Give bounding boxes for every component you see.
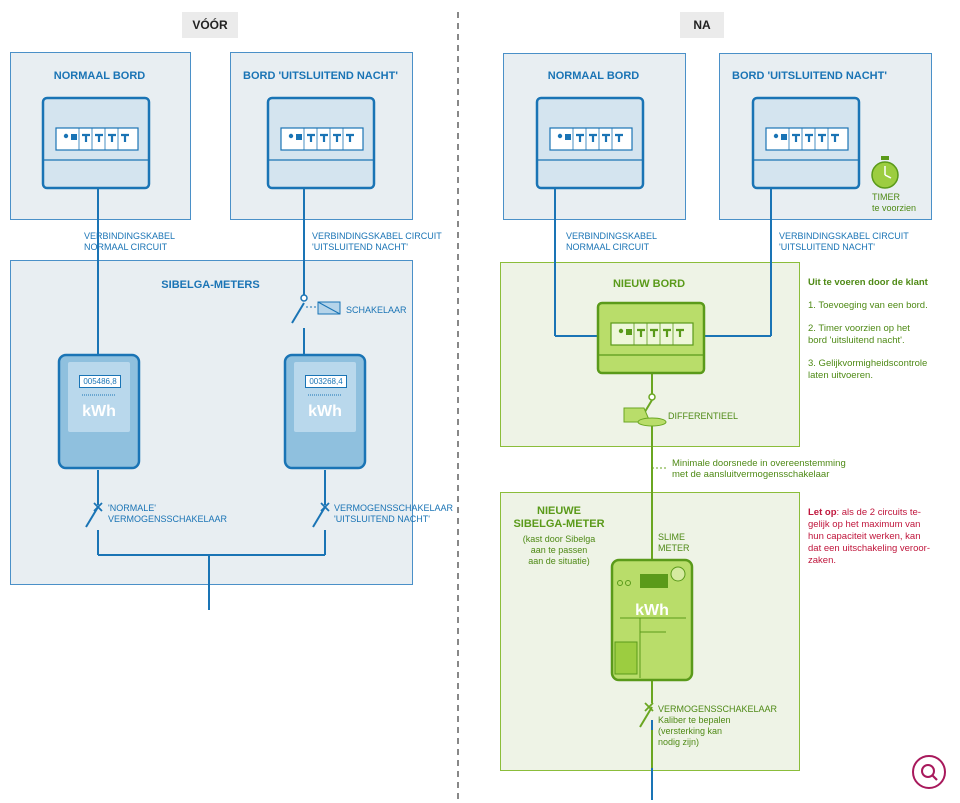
- circuit-breaker-glyph: [615, 133, 623, 142]
- board-main-switch: [781, 134, 787, 140]
- search-button[interactable]: [912, 755, 946, 789]
- board-main-switch: [296, 134, 302, 140]
- circuit-breaker-glyph: [320, 133, 328, 142]
- client-step-1: 1. Toevoeging van een bord.: [808, 300, 928, 311]
- circuit-breaker-glyph: [805, 133, 813, 142]
- differential-label: DIFFERENTIEEL: [668, 411, 739, 421]
- circuit-breaker-glyph: [650, 328, 658, 337]
- circuit-breaker-glyph: [637, 328, 645, 337]
- circuit-breaker-glyph: [663, 328, 671, 337]
- switch-label: SCHAKELAAR: [346, 305, 407, 315]
- circuit-breaker-glyph: [95, 133, 103, 142]
- circuit-breaker-glyph: [589, 133, 597, 142]
- board-indicator-dot: [557, 133, 563, 139]
- meter2-reading: 003268,4: [305, 375, 347, 388]
- board-icon-new: [596, 301, 706, 375]
- board-night-title-left: BORD 'UITSLUITEND NACHT': [243, 70, 398, 82]
- warning-note: Let op: als de 2 circuits te- gelijk op …: [808, 507, 930, 566]
- board-main-switch: [626, 329, 632, 335]
- board-main-switch: [565, 134, 571, 140]
- circuit-breaker-glyph: [818, 133, 826, 142]
- board-normal-title-right: NORMAAL BORD: [547, 70, 640, 82]
- circuit-breaker-glyph: [82, 133, 90, 142]
- board-main-switch: [71, 134, 77, 140]
- meter2-kwh: kWh: [308, 403, 342, 420]
- board-night-title-right: BORD 'UITSLUITEND NACHT': [732, 70, 887, 82]
- new-board-title: NIEUW BORD: [612, 278, 686, 290]
- cable-night-label-right: VERBINDINGSKABEL CIRCUIT'UITSLUITEND NAC…: [779, 231, 909, 252]
- board-indicator-dot: [63, 133, 69, 139]
- board-indicator-dot: [288, 133, 294, 139]
- cable-night-label-left: VERBINDINGSKABEL CIRCUIT'UITSLUITEND NAC…: [312, 231, 442, 252]
- meter1-kwh: kWh: [82, 403, 116, 420]
- circuit-breaker-glyph: [346, 133, 354, 142]
- breaker-normal-label: 'NORMALE'VERMOGENSSCHAKELAAR: [108, 503, 228, 524]
- header-after: NA: [680, 12, 724, 38]
- board-icon-left-normal: [41, 96, 151, 190]
- search-icon: [921, 764, 938, 781]
- smart-meter-kwh: kWh: [635, 602, 669, 619]
- breaker-night-label: VERMOGENSSCHAKELAAR'UITSLUITEND NACHT': [334, 503, 454, 524]
- board-icon-right-normal: [535, 96, 645, 190]
- board-normal-title-left: NORMAAL BORD: [53, 70, 146, 82]
- circuit-breaker-glyph: [108, 133, 116, 142]
- circuit-breaker-glyph: [333, 133, 341, 142]
- board-indicator-dot: [773, 133, 779, 139]
- stopwatch-icon: [871, 156, 899, 189]
- circuit-breaker-glyph: [792, 133, 800, 142]
- client-title: Uit te voeren door de klant: [808, 277, 928, 288]
- circuit-breaker-glyph: [831, 133, 839, 142]
- board-icon-left-night: [266, 96, 376, 190]
- circuit-breaker-glyph: [121, 133, 129, 142]
- meter1-reading: 005486,8: [79, 375, 121, 388]
- smart-meter-icon: [610, 558, 694, 682]
- circuit-breaker-glyph: [307, 133, 315, 142]
- circuit-breaker-glyph: [676, 328, 684, 337]
- sibelga-meters-title: SIBELGA-METERS: [161, 279, 260, 291]
- header-before: VÓÓR: [182, 12, 238, 38]
- circuit-breaker-glyph: [602, 133, 610, 142]
- board-icon-right-night: [751, 96, 861, 190]
- board-indicator-dot: [618, 328, 624, 334]
- circuit-breaker-glyph: [576, 133, 584, 142]
